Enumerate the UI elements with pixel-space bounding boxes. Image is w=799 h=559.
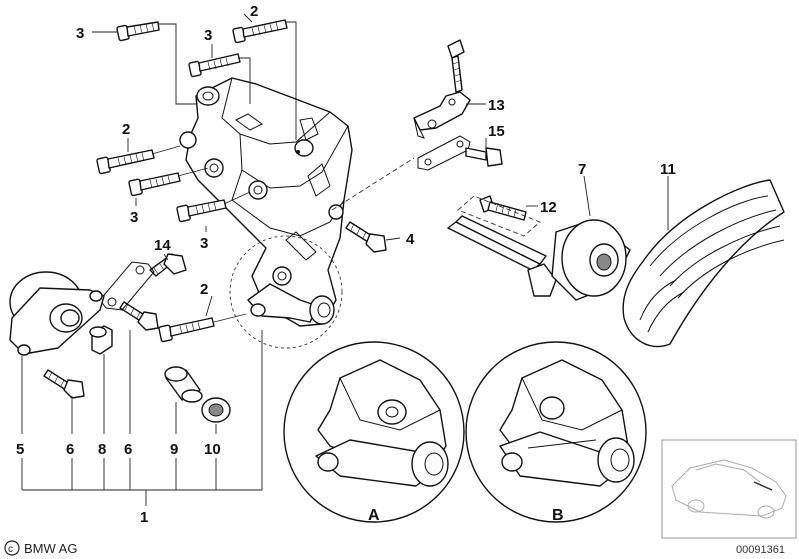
callout-15: 15 (488, 123, 505, 140)
washer-10[interactable] (201, 397, 231, 423)
gasket-plate[interactable] (99, 261, 155, 311)
detail-label-b: B (552, 507, 564, 524)
bolt-14[interactable] (149, 253, 187, 277)
bolt-12[interactable] (479, 195, 527, 221)
callout-6-right: 6 (124, 441, 132, 458)
callout-7: 7 (578, 161, 586, 178)
callout-6-left: 6 (66, 441, 74, 458)
brand-label: BMW AG (24, 541, 77, 556)
callout-2-lower: 2 (200, 281, 208, 298)
bracket-gasket[interactable] (417, 135, 471, 171)
callout-11: 11 (660, 161, 676, 178)
bolt-3-upper-middle[interactable] (188, 53, 241, 78)
callout-3-upper-middle: 3 (204, 27, 212, 44)
vehicle-thumbnail (661, 439, 797, 539)
callout-2-left: 2 (122, 121, 130, 138)
bolt-6-upper[interactable] (119, 301, 159, 331)
callout-4: 4 (406, 231, 415, 248)
bolt-15[interactable] (465, 147, 503, 167)
copyright-footer: c BMW AG 00091361 (4, 540, 785, 556)
bolt-12-outline (457, 195, 541, 237)
callout-labels: 3 2 3 2 3 3 14 2 4 13 15 12 7 11 5 6 8 6… (16, 3, 676, 526)
bolt-2-top[interactable] (232, 19, 288, 44)
sleeve-8[interactable] (89, 325, 113, 355)
callout-10: 10 (204, 441, 221, 458)
support-bracket[interactable] (179, 77, 353, 327)
document-number: 00091361 (736, 544, 785, 556)
callout-3-lower-middle: 3 (200, 235, 208, 252)
callout-5: 5 (16, 441, 24, 458)
bracket-13[interactable] (413, 91, 471, 139)
ribbed-belt-11[interactable] (622, 179, 785, 348)
bolt-4[interactable] (345, 221, 387, 253)
detail-view-b[interactable] (465, 341, 647, 523)
callout-3-top-left: 3 (76, 25, 84, 42)
bushing-9[interactable] (164, 366, 203, 403)
callout-1: 1 (140, 509, 148, 526)
leader-lines (21, 13, 669, 506)
bolt-vertical[interactable] (447, 39, 465, 93)
callout-8: 8 (98, 441, 106, 458)
tensioner-pulley-7[interactable] (447, 215, 631, 301)
copyright-icon: c (8, 544, 13, 555)
bolt-3-lower-middle[interactable] (176, 199, 227, 223)
detail-view-a[interactable] (283, 341, 465, 523)
callout-2-top: 2 (250, 3, 258, 20)
idler-pulley-assembly[interactable] (9, 271, 105, 356)
callout-14: 14 (154, 237, 171, 254)
detail-label-a: A (368, 507, 380, 524)
bolt-6-lower[interactable] (43, 369, 85, 399)
bolt-2-lower[interactable] (158, 317, 215, 343)
callout-3-left-middle: 3 (130, 209, 138, 226)
bolt-3-left-middle[interactable] (128, 172, 181, 197)
callout-12: 12 (540, 199, 557, 216)
detail-marker-circle (229, 235, 343, 349)
callout-9: 9 (170, 441, 178, 458)
callout-13: 13 (488, 97, 505, 114)
bolt-2-left[interactable] (96, 149, 155, 175)
bolt-3-top-left[interactable] (116, 21, 160, 42)
